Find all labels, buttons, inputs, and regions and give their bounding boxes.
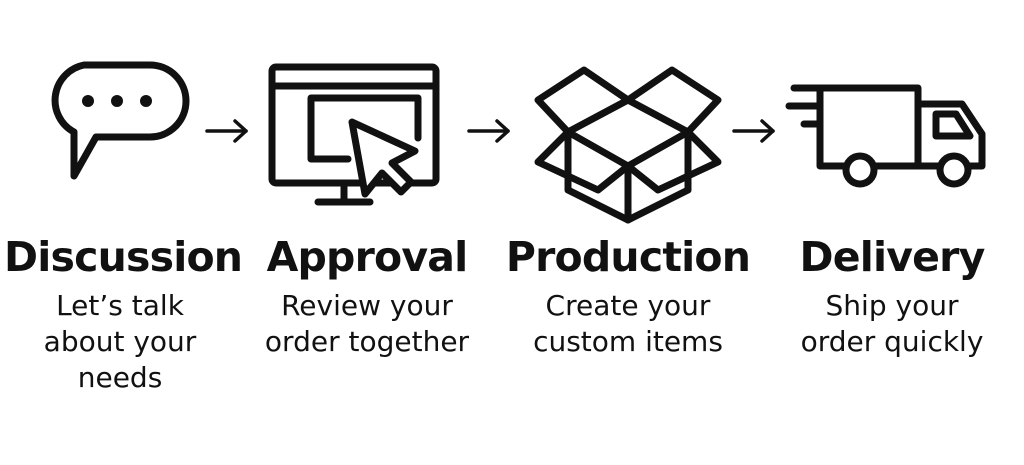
monitor-cursor-icon <box>268 62 440 210</box>
description-line: Review your <box>281 289 453 322</box>
description-line: Let’s talk <box>56 289 184 322</box>
step-production: Production Create your custom items <box>502 228 754 360</box>
step-delivery: Delivery Ship your order quickly <box>780 228 1004 360</box>
description-line: Create your <box>545 289 711 322</box>
description-line: order together <box>264 325 470 358</box>
step-description: Ship your order quickly <box>780 288 1004 360</box>
open-box-icon <box>532 66 724 224</box>
step-title: Delivery <box>799 233 985 281</box>
step-approval: Approval Review your order together <box>248 228 486 360</box>
delivery-truck-icon <box>785 84 986 192</box>
arrow-right-icon <box>204 116 250 146</box>
step-description: Let’s talk about your needs <box>4 288 236 396</box>
chat-bubble-icon <box>44 60 190 186</box>
step-title: Production <box>505 233 751 281</box>
step-title: Approval <box>266 233 469 281</box>
arrow-right-icon <box>731 116 777 146</box>
description-line: custom items <box>533 325 723 358</box>
step-description: Review your order together <box>248 288 486 360</box>
description-line: order quickly <box>800 325 984 358</box>
step-description: Create your custom items <box>502 288 754 360</box>
description-line: about your <box>43 325 197 358</box>
arrow-right-icon <box>466 116 512 146</box>
description-line: Ship your <box>825 289 959 322</box>
step-discussion: Discussion Let’s talk about your needs <box>4 228 243 396</box>
description-line: needs <box>77 361 163 394</box>
step-title: Discussion <box>4 233 243 281</box>
